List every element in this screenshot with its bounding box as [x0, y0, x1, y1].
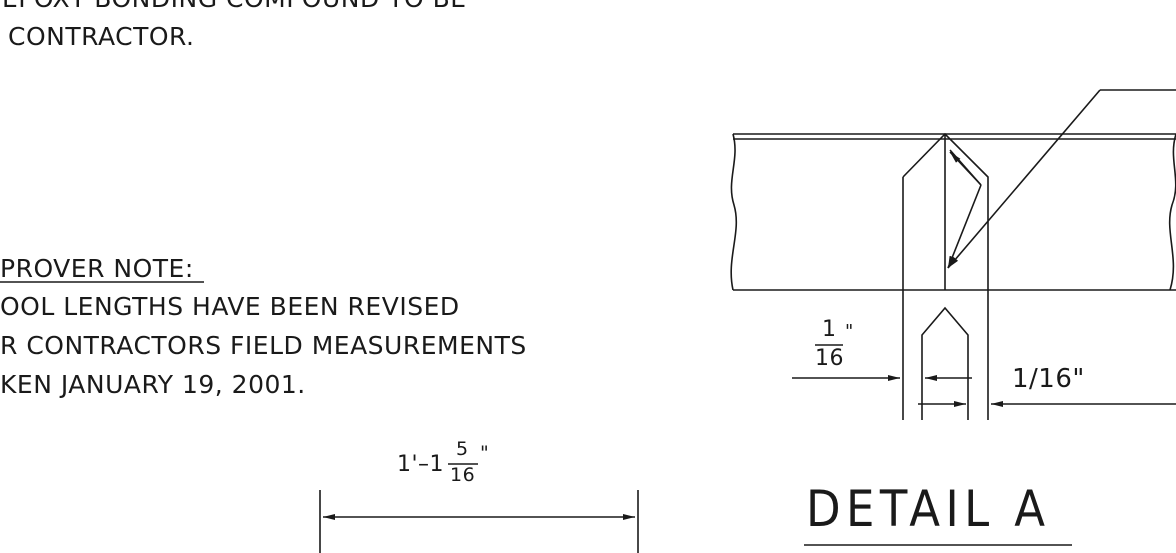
approver-note-line-1: OOL LENGTHS HAVE BEEN REVISED	[0, 292, 460, 321]
gap-left-inch-mark: "	[845, 321, 854, 342]
joint-lower-bevel	[921, 306, 969, 420]
joint-bevel-outer	[902, 132, 989, 420]
gap-right-dimension: 1/16"	[1012, 364, 1085, 394]
overall-dimension-numerator: 5	[456, 438, 469, 460]
top-note-line-1: EPOXY BONDING COMPOUND TO BE	[2, 0, 467, 11]
gap-left-numerator: 1	[822, 317, 837, 342]
approver-note-line-2: R CONTRACTORS FIELD MEASUREMENTS	[0, 331, 527, 360]
leader-upper-arrow	[949, 151, 982, 186]
left-break-line	[730, 133, 738, 291]
gap-left-denominator: 16	[815, 346, 844, 371]
approver-note-line-3: KEN JANUARY 19, 2001.	[0, 370, 306, 399]
leader-main	[947, 89, 1101, 269]
detail-title: DETAIL A	[806, 480, 1051, 538]
leader-lower	[947, 184, 982, 269]
approver-note-heading: PROVER NOTE:	[0, 254, 194, 283]
overall-dimension-inch-mark: "	[480, 442, 490, 464]
right-break-line	[1168, 133, 1176, 291]
overall-dimension-denominator: 16	[450, 464, 476, 486]
top-note-line-2: CONTRACTOR.	[8, 22, 195, 51]
overall-dimension-whole: 1'–1	[397, 452, 445, 477]
